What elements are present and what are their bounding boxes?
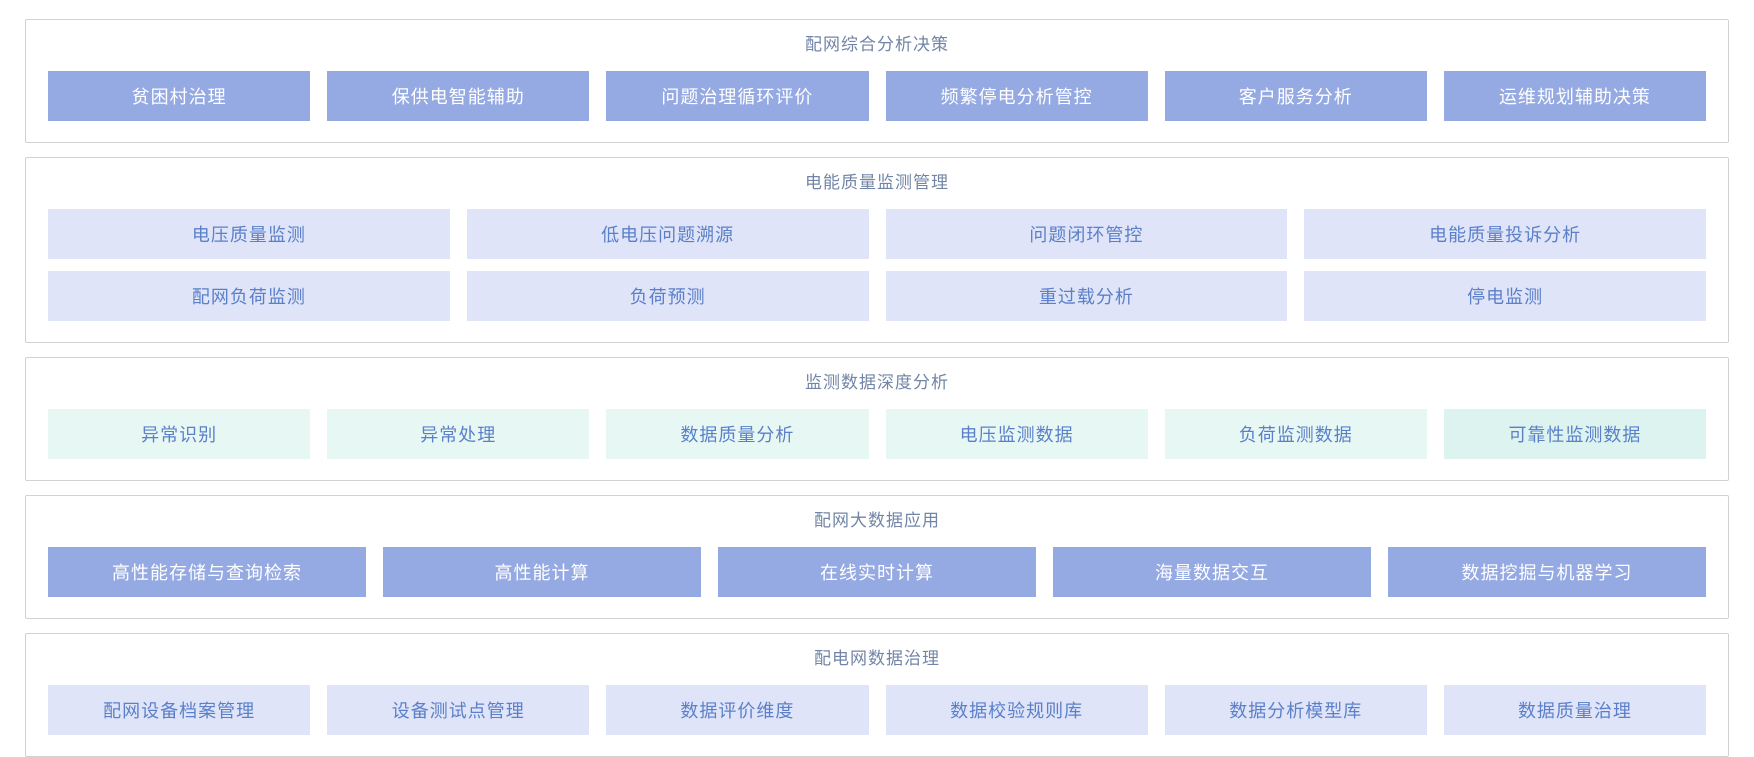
module-button[interactable]: 重过载分析 [885,271,1288,321]
module-button[interactable]: 配网设备档案管理 [48,685,311,735]
module-button[interactable]: 低电压问题溯源 [466,209,869,259]
module-button[interactable]: 数据分析模型库 [1164,685,1427,735]
module-button[interactable]: 数据校验规则库 [885,685,1148,735]
module-button[interactable]: 配网负荷监测 [48,271,450,321]
section-data-governance: 配电网数据治理 配网设备档案管理 设备测试点管理 数据评价维度 数据校验规则库 … [25,633,1729,757]
module-button[interactable]: 异常识别 [48,409,311,459]
module-button[interactable]: 运维规划辅助决策 [1443,71,1707,121]
module-button[interactable]: 可靠性监测数据 [1443,409,1707,459]
module-button[interactable]: 数据质量治理 [1443,685,1707,735]
module-button[interactable]: 负荷预测 [466,271,869,321]
section-title: 配电网数据治理 [814,649,940,668]
module-button[interactable]: 设备测试点管理 [327,685,590,735]
section-title: 监测数据深度分析 [805,373,949,392]
module-button[interactable]: 海量数据交互 [1053,547,1371,597]
module-button[interactable]: 高性能计算 [383,547,701,597]
module-button[interactable]: 数据质量分析 [606,409,869,459]
module-button[interactable]: 电压质量监测 [48,209,450,259]
module-button[interactable]: 异常处理 [327,409,590,459]
module-button[interactable]: 停电监测 [1304,271,1706,321]
module-button[interactable]: 保供电智能辅助 [327,71,590,121]
button-row: 异常识别 异常处理 数据质量分析 电压监测数据 负荷监测数据 可靠性监测数据 [48,409,1707,459]
module-button[interactable]: 负荷监测数据 [1164,409,1427,459]
button-row: 高性能存储与查询检索 高性能计算 在线实时计算 海量数据交互 数据挖掘与机器学习 [48,547,1706,597]
module-button[interactable]: 频繁停电分析管控 [885,71,1148,121]
module-button[interactable]: 数据挖掘与机器学习 [1388,547,1706,597]
module-button[interactable]: 电能质量投诉分析 [1304,209,1706,259]
section-power-quality-monitoring: 电能质量监测管理 电压质量监测 低电压问题溯源 问题闭环管控 电能质量投诉分析 … [25,157,1729,343]
button-row: 贫困村治理 保供电智能辅助 问题治理循环评价 频繁停电分析管控 客户服务分析 运… [48,71,1707,121]
section-big-data-application: 配网大数据应用 高性能存储与查询检索 高性能计算 在线实时计算 海量数据交互 数… [25,495,1729,619]
section-title: 电能质量监测管理 [805,173,949,192]
module-button[interactable]: 问题闭环管控 [885,209,1288,259]
button-row: 电压质量监测 低电压问题溯源 问题闭环管控 电能质量投诉分析 [48,209,1706,259]
module-button[interactable]: 在线实时计算 [718,547,1036,597]
section-title: 配网大数据应用 [814,511,940,530]
module-button[interactable]: 客户服务分析 [1164,71,1427,121]
module-button[interactable]: 数据评价维度 [606,685,869,735]
module-button[interactable]: 贫困村治理 [48,71,311,121]
section-title: 配网综合分析决策 [805,35,949,54]
section-comprehensive-analysis: 配网综合分析决策 贫困村治理 保供电智能辅助 问题治理循环评价 频繁停电分析管控… [25,19,1729,143]
module-button[interactable]: 电压监测数据 [885,409,1148,459]
button-row: 配网设备档案管理 设备测试点管理 数据评价维度 数据校验规则库 数据分析模型库 … [48,685,1707,735]
section-monitoring-data-analysis: 监测数据深度分析 异常识别 异常处理 数据质量分析 电压监测数据 负荷监测数据 … [25,357,1729,481]
module-button[interactable]: 问题治理循环评价 [606,71,869,121]
module-button[interactable]: 高性能存储与查询检索 [48,547,366,597]
button-row: 配网负荷监测 负荷预测 重过载分析 停电监测 [48,271,1706,321]
